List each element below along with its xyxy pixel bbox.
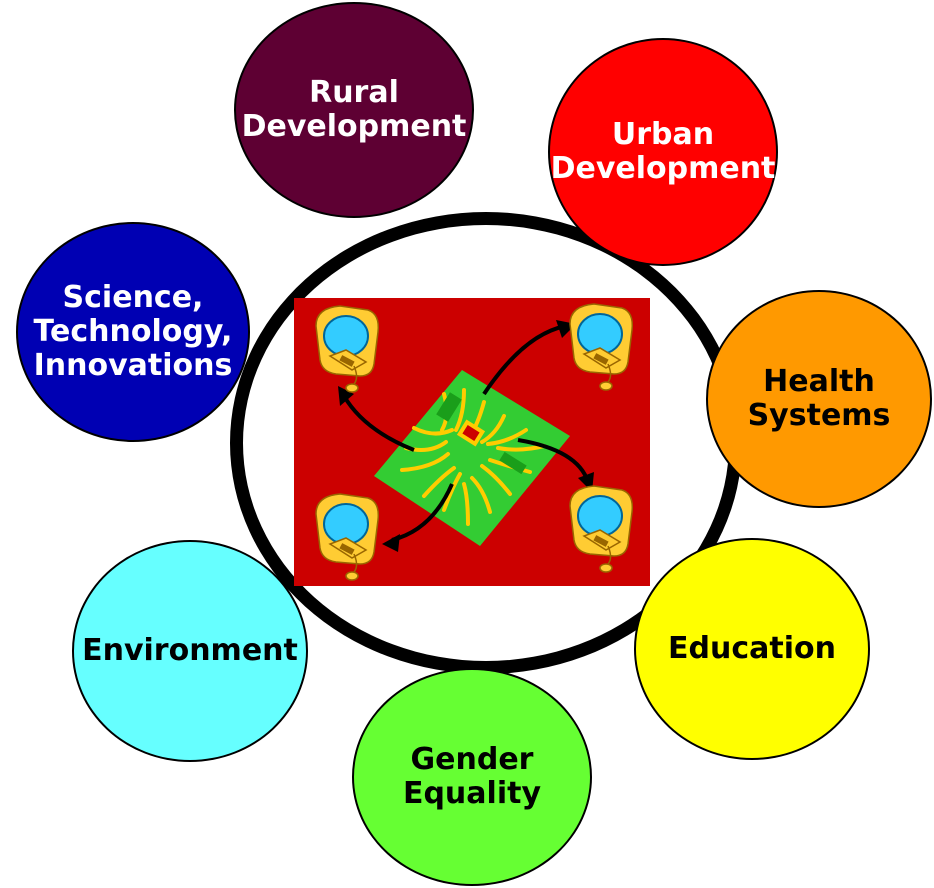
topic-label-education: Education xyxy=(668,631,836,666)
topic-label-environment: Environment xyxy=(82,633,298,668)
arrow-top-left xyxy=(342,394,415,452)
topic-label-gender: Gender Equality xyxy=(402,742,542,811)
topic-label-science: Science, Technology, Innovations xyxy=(33,280,233,383)
computer-icon xyxy=(315,305,380,393)
arrow-bottom-left xyxy=(391,483,454,542)
network-illustration xyxy=(294,298,650,586)
circuit-chip-icon xyxy=(374,370,570,546)
topic-bubble-science: Science, Technology, Innovations xyxy=(16,222,250,442)
topic-bubble-education: Education xyxy=(634,538,870,760)
computer-icon xyxy=(569,485,634,573)
computer-icon xyxy=(569,303,634,391)
topic-bubble-environment: Environment xyxy=(72,540,308,762)
topic-bubble-health: Health Systems xyxy=(706,290,932,508)
topic-bubble-rural: Rural Development xyxy=(234,2,474,218)
topic-label-rural: Rural Development xyxy=(241,75,467,144)
topic-bubble-urban: Urban Development xyxy=(548,38,778,266)
topic-bubble-gender: Gender Equality xyxy=(352,668,592,886)
topic-label-urban: Urban Development xyxy=(550,117,776,186)
topic-label-health: Health Systems xyxy=(747,364,891,433)
arrow-top-right xyxy=(482,324,567,396)
computer-icon xyxy=(315,493,380,581)
